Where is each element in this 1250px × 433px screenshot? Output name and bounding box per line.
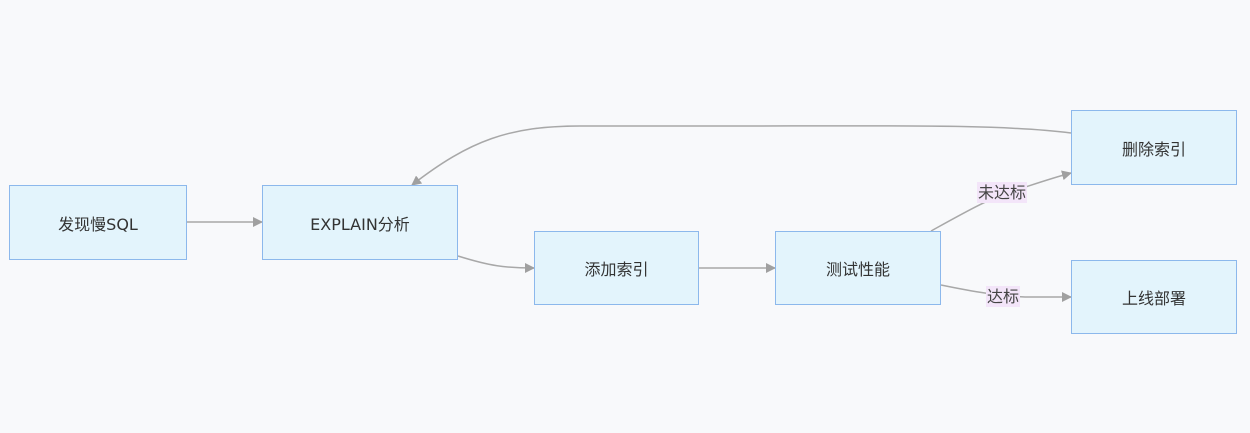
node-explain-analysis-label: EXPLAIN分析 <box>310 214 410 234</box>
node-test-performance-label: 测试性能 <box>825 260 890 279</box>
node-find-slow-sql: 发现慢SQL <box>9 185 187 260</box>
node-find-slow-sql-label: 发现慢SQL <box>58 214 138 234</box>
node-test-performance: 测试性能 <box>775 231 941 305</box>
node-deploy-label: 上线部署 <box>1121 289 1186 308</box>
node-add-index: 添加索引 <box>534 231 699 305</box>
edge-label-met: 达标 <box>986 286 1021 307</box>
node-explain-analysis: EXPLAIN分析 <box>262 185 458 260</box>
edge-delete-index-to-explain <box>411 125 1072 186</box>
node-add-index-label: 添加索引 <box>584 260 649 279</box>
edge-explain-to-add-index <box>457 255 535 273</box>
node-delete-index-label: 删除索引 <box>1121 139 1186 159</box>
node-delete-index: 删除索引 <box>1071 110 1237 185</box>
node-deploy: 上线部署 <box>1071 260 1237 334</box>
edge-label-not-met: 未达标 <box>977 182 1028 203</box>
